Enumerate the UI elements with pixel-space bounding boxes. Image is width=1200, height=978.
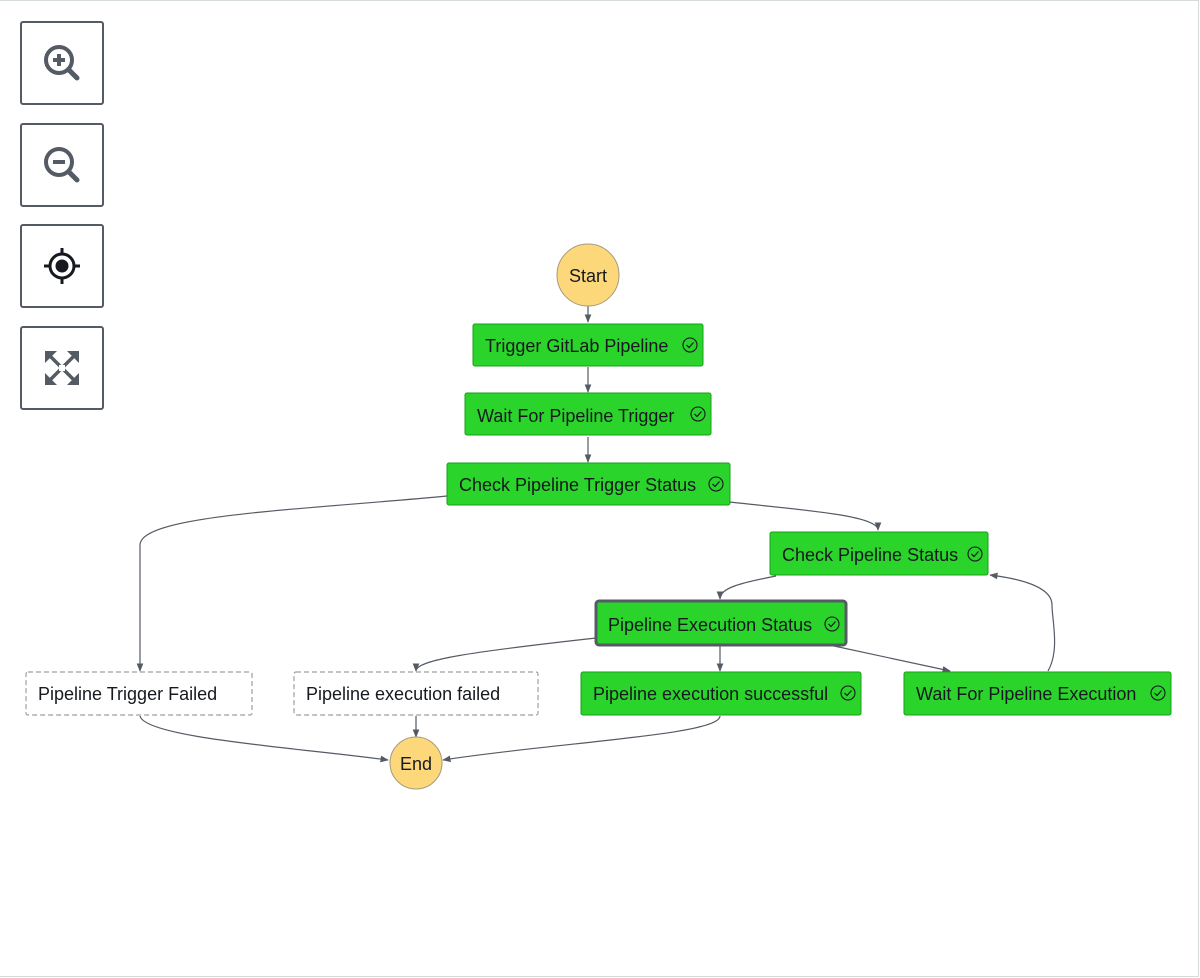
crosshair-icon xyxy=(44,248,80,284)
node-check-pipeline-trigger-status-label: Check Pipeline Trigger Status xyxy=(459,475,696,495)
success-check-icon xyxy=(824,616,840,632)
node-pipeline-trigger-failed[interactable]: Pipeline Trigger Failed xyxy=(25,671,253,716)
fit-to-screen-button[interactable] xyxy=(20,326,104,410)
edge-trigger-failed-to-end xyxy=(139,715,389,763)
node-wait-for-pipeline-execution[interactable]: Wait For Pipeline Execution xyxy=(903,671,1172,716)
success-check-icon xyxy=(840,685,856,701)
node-pipeline-execution-status-label: Pipeline Execution Status xyxy=(608,615,812,635)
node-start-label: Start xyxy=(569,266,607,286)
edge-check-trigger-to-trigger-failed xyxy=(136,495,448,672)
edge-exec-status-to-wait-execution xyxy=(833,645,951,673)
success-check-icon xyxy=(690,406,706,422)
node-trigger-gitlab-pipeline-label: Trigger GitLab Pipeline xyxy=(485,336,668,356)
node-start[interactable]: Start xyxy=(556,243,620,307)
edge-check-trigger-to-check-pipeline xyxy=(729,501,882,531)
node-pipeline-execution-failed[interactable]: Pipeline execution failed xyxy=(293,671,539,716)
node-pipeline-trigger-failed-label: Pipeline Trigger Failed xyxy=(38,684,217,704)
zoom-in-button[interactable] xyxy=(20,21,104,105)
edge-check-pipeline-to-exec-status xyxy=(716,575,777,600)
success-check-icon xyxy=(1150,685,1166,701)
node-trigger-gitlab-pipeline[interactable]: Trigger GitLab Pipeline xyxy=(472,323,704,367)
success-check-icon xyxy=(682,337,698,353)
zoom-out-icon xyxy=(44,147,80,183)
node-wait-for-pipeline-trigger[interactable]: Wait For Pipeline Trigger xyxy=(464,392,712,436)
center-graph-button[interactable] xyxy=(20,224,104,308)
edge-exec-status-to-exec-failed xyxy=(412,637,597,672)
node-check-pipeline-status[interactable]: Check Pipeline Status xyxy=(769,531,989,576)
fit-to-screen-icon xyxy=(45,351,79,385)
node-pipeline-execution-successful-label: Pipeline execution successful xyxy=(593,684,828,704)
edge-exec-successful-to-end xyxy=(442,715,721,763)
node-end[interactable]: End xyxy=(389,736,443,790)
node-wait-for-pipeline-trigger-label: Wait For Pipeline Trigger xyxy=(477,406,674,426)
zoom-out-button[interactable] xyxy=(20,123,104,207)
node-check-pipeline-trigger-status[interactable]: Check Pipeline Trigger Status xyxy=(446,462,731,506)
success-check-icon xyxy=(967,546,983,562)
graph-edges xyxy=(136,306,1056,763)
node-wait-for-pipeline-execution-label: Wait For Pipeline Execution xyxy=(916,684,1136,704)
node-check-pipeline-status-label: Check Pipeline Status xyxy=(782,545,958,565)
node-pipeline-execution-status[interactable]: Pipeline Execution Status xyxy=(594,599,848,647)
node-end-label: End xyxy=(400,754,432,774)
zoom-in-icon xyxy=(44,45,80,81)
node-pipeline-execution-successful[interactable]: Pipeline execution successful xyxy=(580,671,862,716)
node-pipeline-execution-failed-label: Pipeline execution failed xyxy=(306,684,500,704)
success-check-icon xyxy=(708,476,724,492)
edge-wait-execution-to-check-pipeline xyxy=(989,572,1056,672)
